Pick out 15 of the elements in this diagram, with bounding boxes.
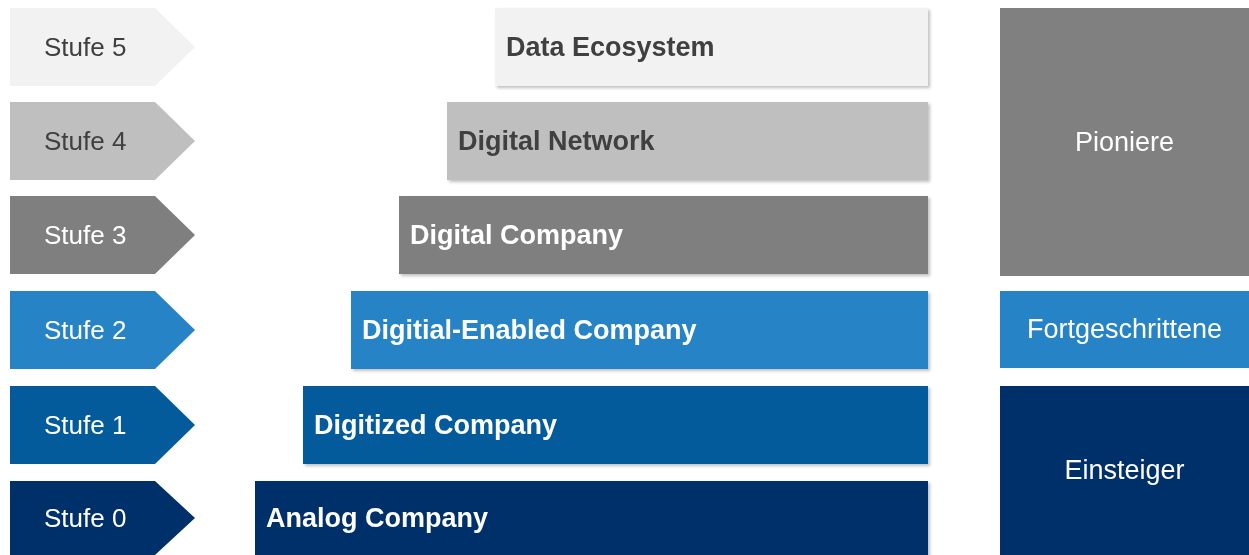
step-tag: Stufe 2 (10, 291, 195, 369)
category-box: Einsteiger (1000, 386, 1249, 555)
step-tag: Stufe 1 (10, 386, 195, 464)
step-tag: Stufe 0 (10, 481, 195, 555)
level-bar: Digitial-Enabled Company (351, 291, 928, 369)
level-bar: Digitized Company (303, 386, 928, 464)
level-bar: Analog Company (255, 481, 928, 555)
level-bar: Data Ecosystem (495, 8, 928, 86)
step-tag: Stufe 3 (10, 196, 195, 274)
level-bar: Digital Company (399, 196, 928, 274)
step-tag: Stufe 4 (10, 102, 195, 180)
category-box: Fortgeschrittene (1000, 291, 1249, 368)
level-bar: Digital Network (447, 102, 928, 180)
step-tag: Stufe 5 (10, 8, 195, 86)
category-box: Pioniere (1000, 8, 1249, 276)
